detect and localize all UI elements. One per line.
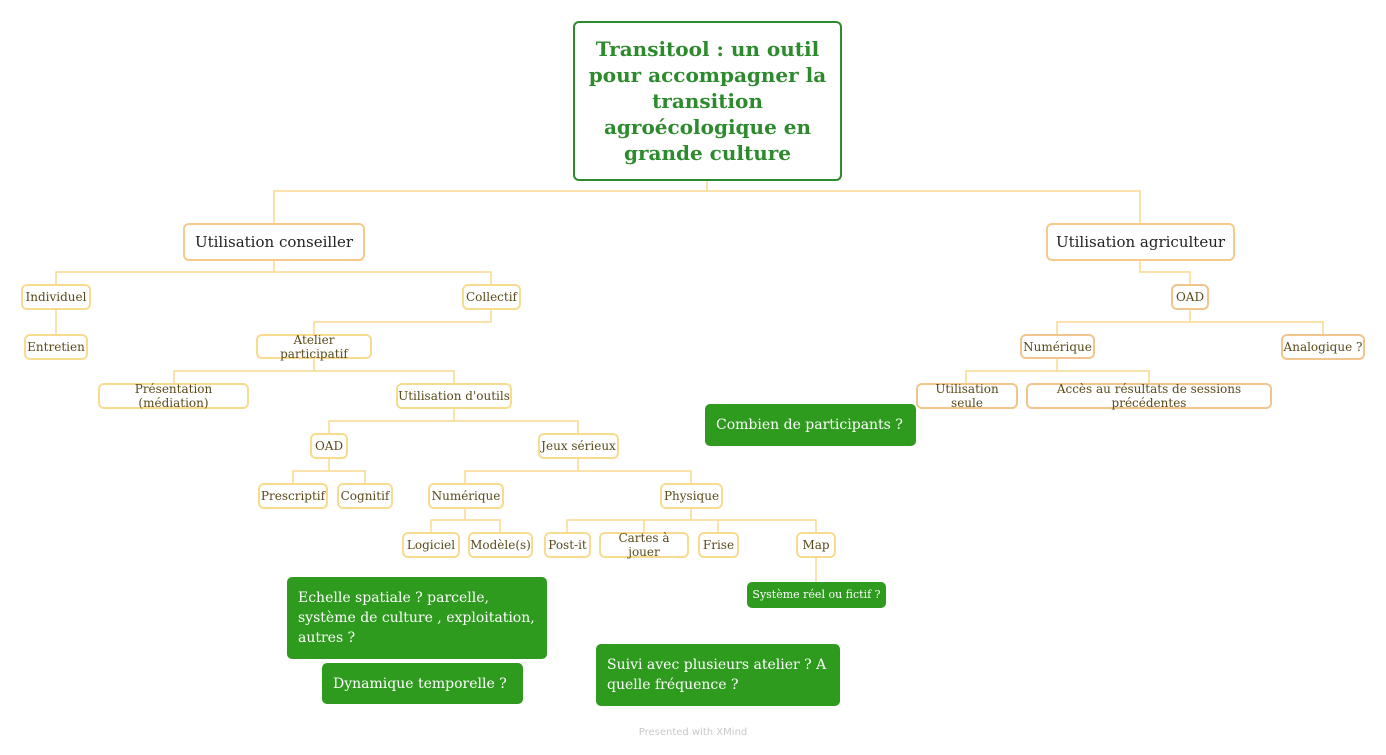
- topic-map[interactable]: Map: [796, 532, 836, 558]
- topic-cartes-a-jouer[interactable]: Cartes à jouer: [599, 531, 689, 559]
- topic-frise[interactable]: Frise: [698, 532, 739, 558]
- topic-oad-agriculteur[interactable]: OAD: [1171, 284, 1209, 310]
- topic-label: OAD: [1175, 290, 1205, 304]
- topic-individuel[interactable]: Individuel: [21, 284, 91, 310]
- topic-label: Analogique ?: [1283, 340, 1363, 354]
- topic-numerique-agriculteur[interactable]: Numérique: [1020, 334, 1095, 359]
- note-text: Dynamique temporelle ?: [333, 675, 507, 692]
- note-text: Echelle spatiale ? parcelle, système de …: [298, 590, 535, 646]
- note-dynamique-temporelle[interactable]: Dynamique temporelle ?: [322, 663, 523, 704]
- topic-label: Utilisation conseiller: [194, 233, 354, 251]
- topic-cognitif[interactable]: Cognitif: [337, 483, 393, 509]
- topic-label: Accès au résultats de sessions précédent…: [1056, 382, 1242, 410]
- topic-physique[interactable]: Physique: [660, 483, 723, 509]
- root-title: Transitool : un outil pour accompagner l…: [588, 37, 827, 165]
- note-text: Suivi avec plusieurs atelier ? A quelle …: [607, 657, 827, 693]
- topic-utilisation-conseiller[interactable]: Utilisation conseiller: [183, 223, 365, 261]
- topic-entretien[interactable]: Entretien: [24, 334, 88, 360]
- topic-utilisation-agriculteur[interactable]: Utilisation agriculteur: [1046, 223, 1235, 261]
- topic-label: Post-it: [548, 538, 587, 552]
- topic-label: Physique: [663, 489, 720, 503]
- topic-label: Utilisation agriculteur: [1055, 233, 1226, 251]
- note-systeme-reel[interactable]: Système réel ou fictif ?: [747, 582, 886, 608]
- topic-logiciel[interactable]: Logiciel: [402, 532, 460, 558]
- topic-modeles[interactable]: Modèle(s): [468, 532, 533, 558]
- topic-label: Utilisation d'outils: [398, 389, 510, 403]
- topic-utilisation-seule[interactable]: Utilisation seule: [916, 382, 1018, 410]
- topic-label: Map: [802, 538, 830, 552]
- topic-label: Numérique: [1023, 339, 1092, 354]
- topic-label: Présentation (médiation): [134, 382, 213, 410]
- topic-label: Cognitif: [340, 489, 390, 503]
- topic-jeux-serieux[interactable]: Jeux sérieux: [538, 433, 619, 459]
- topic-label: Atelier participatif: [280, 332, 348, 361]
- topic-post-it[interactable]: Post-it: [544, 532, 591, 558]
- topic-label: Numérique: [431, 489, 501, 503]
- topic-utilisation-outils[interactable]: Utilisation d'outils: [396, 383, 512, 409]
- footer-credit: Presented with XMind: [638, 727, 748, 738]
- note-echelle-spatiale[interactable]: Echelle spatiale ? parcelle, système de …: [287, 577, 547, 659]
- topic-collectif[interactable]: Collectif: [462, 284, 521, 310]
- topic-label: Collectif: [465, 290, 517, 304]
- topic-atelier-participatif[interactable]: Atelier participatif: [256, 332, 372, 361]
- topic-label: Utilisation seule: [935, 382, 999, 410]
- topic-label: Entretien: [27, 340, 85, 354]
- topic-label: OAD: [314, 439, 344, 453]
- root-topic[interactable]: Transitool : un outil pour accompagner l…: [573, 21, 842, 181]
- topic-oad-conseiller[interactable]: OAD: [310, 433, 348, 459]
- topic-label: Modèle(s): [470, 538, 531, 552]
- topic-label: Prescriptif: [260, 489, 326, 503]
- note-suivi-atelier[interactable]: Suivi avec plusieurs atelier ? A quelle …: [596, 644, 840, 706]
- topic-acces-resultats[interactable]: Accès au résultats de sessions précédent…: [1026, 382, 1272, 410]
- topic-label: Individuel: [25, 290, 87, 304]
- topic-label: Cartes à jouer: [618, 531, 670, 559]
- topic-analogique[interactable]: Analogique ?: [1281, 334, 1365, 360]
- topic-numerique-jeux[interactable]: Numérique: [428, 483, 504, 509]
- topic-label: Logiciel: [406, 538, 456, 552]
- topic-presentation[interactable]: Présentation (médiation): [98, 382, 249, 410]
- note-combien-participants[interactable]: Combien de participants ?: [705, 404, 916, 446]
- note-text: Système réel ou fictif ?: [752, 588, 881, 601]
- topic-label: Jeux sérieux: [541, 439, 616, 453]
- note-text: Combien de participants ?: [716, 417, 903, 433]
- topic-label: Frise: [702, 538, 735, 552]
- topic-prescriptif[interactable]: Prescriptif: [258, 483, 328, 509]
